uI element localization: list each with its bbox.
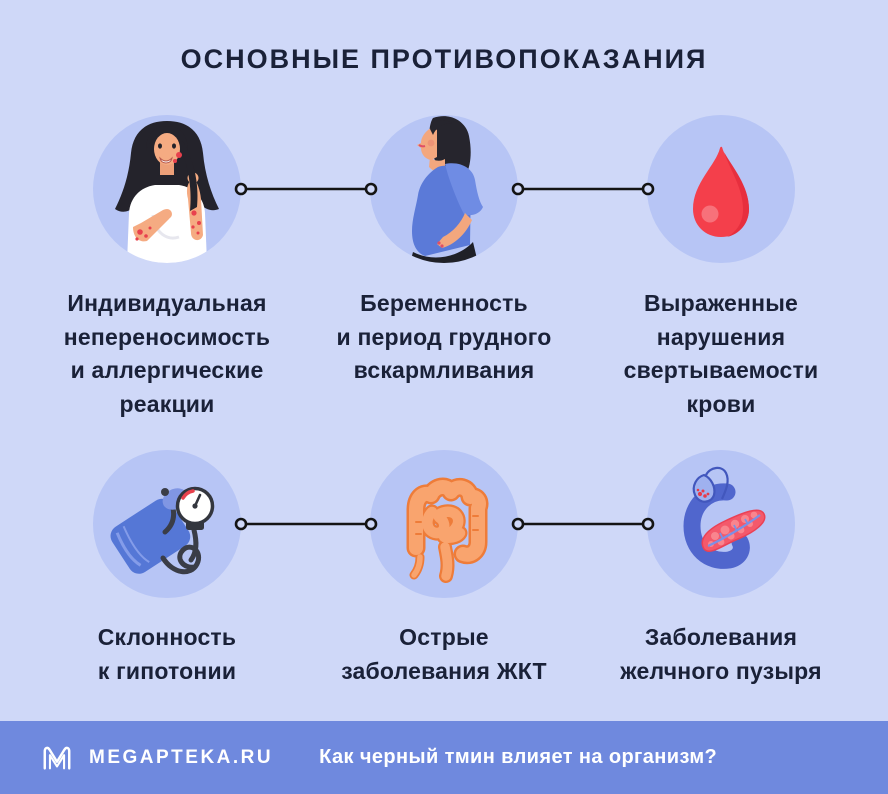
intestines-icon	[370, 450, 518, 598]
pregnant-woman-illustration	[410, 116, 483, 263]
allergy-woman-icon	[93, 115, 241, 263]
label-hypotension: Склонность к гипотонии	[97, 624, 237, 684]
allergy-woman-illustration	[115, 121, 219, 263]
label-gi-diseases: Острые заболевания ЖКТ	[341, 624, 547, 684]
blood-drop-illustration	[693, 146, 749, 237]
label-blood-clotting: Выраженные нарушения свертываемости кров…	[623, 290, 819, 417]
connector-line	[234, 182, 378, 196]
connector-line	[511, 182, 655, 196]
connector-line	[234, 517, 378, 531]
brand-name: MEGAPTEKA.RU	[89, 746, 274, 768]
gallbladder-pancreas-icon	[647, 450, 795, 598]
blood-pressure-monitor-icon	[93, 450, 241, 598]
label-gallbladder-diseases: Заболевания желчного пузыря	[620, 624, 822, 684]
label-pregnancy: Беременность и период грудного вскармлив…	[336, 290, 552, 383]
page-title: ОСНОВНЫЕ ПРОТИВОПОКАЗАНИЯ	[180, 44, 708, 74]
intestines-illustration	[406, 477, 489, 583]
blood-drop-icon	[647, 115, 795, 263]
megapteka-logo-icon	[43, 746, 71, 770]
connector-line	[511, 517, 655, 531]
footer-question: Как черный тмин влияет на организм?	[319, 746, 718, 768]
gallbladder-pancreas-illustration	[683, 466, 766, 569]
label-individual-intolerance: Индивидуальная непереносимость и аллерги…	[63, 290, 271, 417]
pregnant-woman-icon	[370, 115, 518, 263]
blood-pressure-monitor-illustration	[110, 486, 215, 575]
footer-bar: MEGAPTEKA.RU Как черный тмин влияет на о…	[0, 721, 888, 794]
